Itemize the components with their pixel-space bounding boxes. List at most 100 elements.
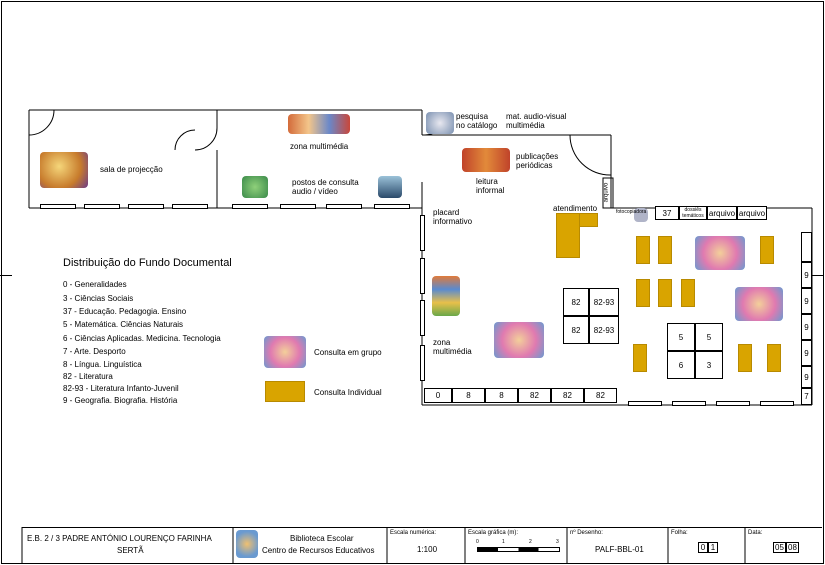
shelf-right: 9 <box>801 340 812 366</box>
individual-desk <box>658 236 672 264</box>
shelf-right: 9 <box>801 366 812 388</box>
window <box>128 204 164 209</box>
individual-desk <box>636 236 650 264</box>
school-town: SERTÃ <box>117 546 144 555</box>
individual-desk <box>636 279 650 307</box>
shelf-bottom: 8 <box>485 388 518 403</box>
individual-desk <box>760 236 774 264</box>
window <box>420 215 425 251</box>
shelf-grid-cell: 82-93 <box>589 288 619 316</box>
shelf-grid-cell: 3 <box>695 351 723 379</box>
shelf-grid-cell: 82-93 <box>589 316 619 344</box>
scale-tick: 3 <box>556 539 559 545</box>
graphic-scale-label: Escala gráfica (m): <box>468 530 519 536</box>
atendimento-desk <box>556 213 580 258</box>
label-publicacoes: publicações periódicas <box>516 152 559 170</box>
catalog-clipart-icon <box>426 112 454 134</box>
legend-item: 5 - Matemática. Ciências Naturais <box>63 320 184 329</box>
window <box>760 401 794 406</box>
legend-item: 82-93 - Literatura Infanto-Juvenil <box>63 384 179 393</box>
legend-individual-label: Consulta Individual <box>314 388 382 397</box>
label-mat-audio: mat. audio-visual multimédia <box>506 112 567 130</box>
frame-tick-right <box>812 275 824 276</box>
drawing-number-label: nº Desenho: <box>570 530 603 536</box>
shelf-grid-cell: 82 <box>563 316 589 344</box>
window <box>232 204 268 209</box>
label-atendimento: atendimento <box>553 204 598 213</box>
legend-item: 82 - Literatura <box>63 372 113 381</box>
frame-tick-left <box>0 275 12 276</box>
shelf-right: 7 <box>801 388 812 405</box>
title-block <box>22 527 822 564</box>
shelf-top: 37 <box>655 206 679 220</box>
library-subtitle: Centro de Recursos Educativos <box>262 546 375 555</box>
legend-item: 8 - Língua. Linguística <box>63 360 142 369</box>
window <box>672 401 706 406</box>
group-table-icon <box>494 322 544 358</box>
label-sala-projeccao: sala de projecção <box>100 165 163 174</box>
projection-clipart-icon <box>40 152 88 188</box>
drawing-number: PALF-BBL-01 <box>595 545 644 554</box>
window <box>280 204 316 209</box>
window <box>374 204 410 209</box>
legend-group-label: Consulta em grupo <box>314 348 382 357</box>
shelf-top: arquivo <box>707 206 737 220</box>
window <box>628 401 662 406</box>
date-label: Data: <box>748 530 763 536</box>
window <box>40 204 76 209</box>
graphic-scale-bar <box>477 547 560 552</box>
date-year: 08 <box>786 542 799 553</box>
sheet-digit: 1 <box>708 542 718 553</box>
numeric-scale-label: Escala numérica: <box>390 530 437 536</box>
window <box>420 258 425 294</box>
legend-title: Distribuição do Fundo Documental <box>63 257 232 269</box>
shelf-bottom: 82 <box>551 388 584 403</box>
shelf-grid-cell: 5 <box>667 323 695 351</box>
shelf-bottom: 82 <box>518 388 551 403</box>
sheet-digit: 0 <box>698 542 708 553</box>
photocopier-clipart-icon <box>634 208 648 222</box>
individual-desk <box>658 279 672 307</box>
individual-desk <box>738 344 752 372</box>
legend-item: 3 - Ciências Sociais <box>63 294 134 303</box>
shelf-grid-cell: 5 <box>695 323 723 351</box>
window <box>420 300 425 336</box>
legend-item: 37 - Educação. Pedagogia. Ensino <box>63 307 187 316</box>
window <box>172 204 208 209</box>
multimedia-clipart-icon <box>288 114 350 134</box>
label-fotocopiadora: fotocopiadora <box>616 209 647 215</box>
window <box>716 401 750 406</box>
individual-desk <box>681 279 695 307</box>
scale-tick: 1 <box>502 539 505 545</box>
school-name: E.B. 2 / 3 PADRE ANTÓNIO LOURENÇO FARINH… <box>27 534 212 543</box>
periodicals-clipart-icon <box>462 148 510 172</box>
shelf-right: 9 <box>801 288 812 314</box>
computer-clipart-icon <box>242 176 268 198</box>
group-table-icon <box>735 287 783 321</box>
shelf-right: 9 <box>801 262 812 288</box>
library-logo-icon <box>236 530 258 558</box>
shelf-top: dossiês temáticos <box>679 206 707 220</box>
legend-individual-swatch <box>265 381 305 402</box>
group-consultation-icon <box>264 336 306 368</box>
video-station-clipart-icon <box>378 176 402 198</box>
scale-tick: 2 <box>529 539 532 545</box>
group-table-icon <box>695 236 745 270</box>
library-name: Biblioteca Escolar <box>290 534 354 543</box>
shelf-grid-cell: 82 <box>563 288 589 316</box>
label-leitura: leitura informal <box>476 177 505 195</box>
window <box>326 204 362 209</box>
numeric-scale-value: 1:100 <box>417 545 438 554</box>
label-zona-multimedia-bottom: zona multimédia <box>433 338 472 356</box>
scale-tick: 0 <box>476 539 479 545</box>
individual-desk <box>767 344 781 372</box>
legend-item: 0 - Generalidades <box>63 280 127 289</box>
shelf-top: arquivo <box>737 206 767 220</box>
window <box>84 204 120 209</box>
legend-item: 9 - Geografia. Biografia. História <box>63 396 178 405</box>
label-zona-multimedia-top: zona multimédia <box>290 142 349 151</box>
window <box>420 345 425 381</box>
shelf-manuais <box>801 232 812 262</box>
